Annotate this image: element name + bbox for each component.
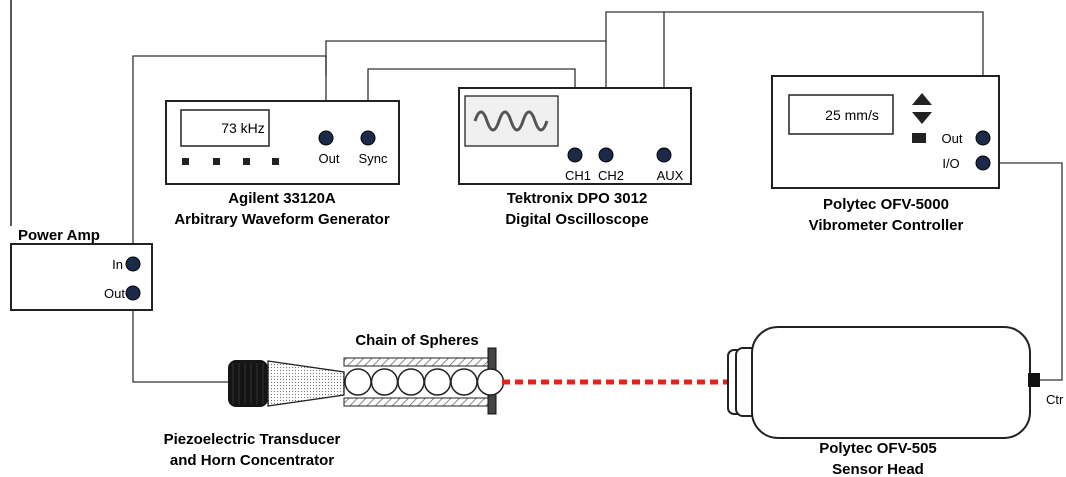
amp-in-label: In	[112, 257, 123, 272]
horn-concentrator	[267, 360, 345, 407]
sensor-head-body	[751, 326, 1031, 439]
vib-out-connector[interactable]	[975, 130, 991, 146]
cable-io-to-ctr	[983, 162, 1063, 381]
spheres-group	[344, 368, 505, 396]
vibrometer-controller-title: Polytec OFV-5000	[823, 196, 949, 213]
chain-title: Chain of Spheres	[355, 332, 478, 349]
amp-out-connector[interactable]	[125, 285, 141, 301]
transducer-body	[228, 360, 268, 407]
transducer-subtitle: and Horn Concentrator	[170, 452, 334, 469]
scope-ch2-connector[interactable]	[598, 147, 614, 163]
arrow-down-icon[interactable]	[912, 112, 932, 124]
power-amp-title: Power Amp	[18, 227, 100, 244]
transducer-grip	[232, 363, 264, 404]
gen-out-label: Out	[319, 151, 340, 166]
oscilloscope-subtitle: Digital Oscilloscope	[505, 211, 648, 228]
vib-io-label: I/O	[942, 156, 959, 171]
vibrometer-controller-subtitle: Vibrometer Controller	[809, 217, 964, 234]
sphere	[450, 368, 478, 396]
power-amp: Power Amp In Out	[10, 227, 153, 311]
gen-button-3[interactable]	[243, 158, 250, 165]
amp-out-label: Out	[104, 286, 125, 301]
chain-holder-bottom	[343, 397, 489, 407]
scope-aux-label: AUX	[657, 168, 684, 183]
sphere	[476, 368, 505, 396]
amp-in-connector[interactable]	[125, 256, 141, 272]
sensor-head: Ctr Polytec OFV-505 Sensor Head	[727, 326, 1064, 477]
transducer-title: Piezoelectric Transducer	[164, 431, 341, 448]
sphere	[423, 368, 452, 396]
vibrometer-display	[788, 94, 894, 135]
vibrometer-controller: 25 mm/s Out I/O Polytec OFV-5000 Vibrome…	[771, 75, 1000, 234]
vibrometer-button[interactable]	[912, 133, 926, 143]
sphere	[397, 368, 425, 396]
gen-button-4[interactable]	[272, 158, 279, 165]
vib-io-connector[interactable]	[975, 155, 991, 171]
gen-sync-connector[interactable]	[360, 130, 376, 146]
gen-sync-label: Sync	[359, 151, 388, 166]
waveform-generator: 73 kHz Out Sync Agilent 33120A Arbitrary…	[165, 100, 400, 228]
sensor-head-title: Polytec OFV-505	[819, 440, 937, 457]
sensor-ctr-connector[interactable]	[1028, 373, 1040, 387]
gen-button-1[interactable]	[182, 158, 189, 165]
sphere	[344, 368, 372, 396]
scope-ch1-label: CH1	[565, 168, 591, 183]
cable-amp-out-to-transducer	[132, 293, 228, 383]
gen-button-2[interactable]	[213, 158, 220, 165]
waveform-generator-readout: 73 kHz	[221, 120, 265, 136]
oscilloscope-title: Tektronix DPO 3012	[507, 190, 648, 207]
vibrometer-readout: 25 mm/s	[825, 107, 879, 123]
waveform-generator-display	[180, 109, 270, 147]
scope-ch2-label: CH2	[598, 168, 624, 183]
sensor-ctr-label: Ctr	[1046, 392, 1064, 407]
chain-holder-top	[343, 357, 489, 367]
waveform-generator-subtitle: Arbitrary Waveform Generator	[174, 211, 390, 228]
piezoelectric-transducer: Piezoelectric Transducer and Horn Concen…	[164, 360, 345, 469]
oscilloscope-waveform	[473, 110, 549, 132]
scope-aux-connector[interactable]	[656, 147, 672, 163]
sensor-head-subtitle: Sensor Head	[832, 461, 924, 477]
sphere	[370, 368, 399, 396]
scope-ch1-connector[interactable]	[567, 147, 583, 163]
cable-gen-out-to-amp-in	[132, 55, 327, 264]
vib-out-label: Out	[942, 131, 963, 146]
gen-out-connector[interactable]	[318, 130, 334, 146]
oscilloscope: CH1 CH2 AUX Tektronix DPO 3012 Digital O…	[458, 87, 692, 228]
chain-of-spheres: Chain of Spheres	[343, 332, 505, 415]
waveform-generator-title: Agilent 33120A	[228, 190, 336, 207]
arrow-up-icon[interactable]	[912, 93, 932, 105]
